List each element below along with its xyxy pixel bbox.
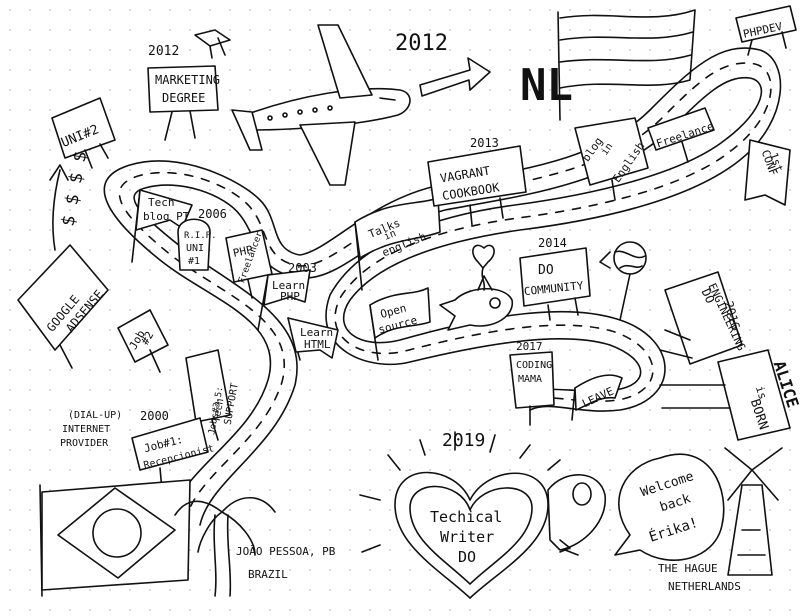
dialup-line2: INTERNET <box>62 424 110 435</box>
arrow-up-icon <box>49 164 69 251</box>
netherlands-country: NETHERLANDS <box>668 580 741 593</box>
do-engineering-line1: DO <box>699 287 718 306</box>
year-2014: 2014 <box>538 236 567 250</box>
nl-flag-drawing <box>557 9 696 121</box>
sign-jobs-tech-support <box>185 349 231 441</box>
sign-freelance <box>647 107 715 163</box>
dialup-line1: (DIAL-UP) <box>68 410 122 421</box>
sign-talks-english <box>354 197 441 291</box>
sign-do-community <box>519 247 591 321</box>
year-2017: 2017 <box>516 340 543 353</box>
learn-html-line2: HTML <box>304 338 331 351</box>
sign-learn-php <box>257 269 311 331</box>
nl-label: NL <box>520 60 573 111</box>
speech-bubble <box>614 453 725 561</box>
marketing-degree-line2: DEGREE <box>162 91 205 105</box>
sign-google-adsense <box>17 244 109 369</box>
heart-balloon-icon <box>472 244 495 269</box>
talks-line2: in <box>383 228 398 243</box>
coding-mama-line1: CODING <box>516 360 552 371</box>
shark-head-drawing <box>547 474 606 553</box>
year-2012-degree: 2012 <box>148 44 179 59</box>
learn-php-line2: PHP <box>280 290 300 303</box>
learn-php-line1: Learn <box>272 279 305 292</box>
dialup-line3: PROVIDER <box>60 438 109 449</box>
tech-blog-line2: blog PT <box>143 210 190 223</box>
alice-born-line2: is <box>753 384 769 401</box>
sign-vagrant-cookbook <box>427 145 527 226</box>
heart-line3: DO <box>458 548 476 566</box>
arrow-right-icon <box>419 57 491 97</box>
sign-first-conf <box>744 139 791 206</box>
first-conf-line1: 1st <box>767 151 786 174</box>
money-label: $ $ $ $ <box>58 150 92 228</box>
sign-tech-blog <box>131 189 193 263</box>
do-community-line2: COMMUNITY <box>523 279 584 298</box>
tech-blog-line1: Tech <box>148 196 175 209</box>
job2-line2: #2 <box>139 329 157 347</box>
sign-coding-mama <box>509 351 555 426</box>
palm-tree-drawing <box>174 497 276 597</box>
jobs-tech-line2: Tech <box>211 398 226 424</box>
sign-marketing-degree <box>147 29 231 141</box>
year-2006: 2006 <box>198 207 227 221</box>
year-2019: 2019 <box>442 430 485 451</box>
sign-do-engineering <box>659 271 743 365</box>
php-freelancer-line1: PHP <box>232 243 255 260</box>
airplane-drawing <box>231 24 411 186</box>
marketing-degree-line1: MARKETING <box>155 73 220 87</box>
globe-icon <box>599 241 647 321</box>
coding-mama-line2: MAMA <box>518 374 542 385</box>
year-2000: 2000 <box>140 409 169 423</box>
sign-phpdev <box>735 5 797 56</box>
learn-html-line1: Learn <box>300 326 333 339</box>
sign-uni2 <box>51 97 116 169</box>
rip-uni-line3: #1 <box>188 256 200 267</box>
sign-php-freelancer <box>225 229 273 299</box>
brazil-flag-drawing <box>39 479 191 597</box>
sign-open-source <box>369 287 431 361</box>
do-community-line1: DO <box>538 263 554 278</box>
brazil-country: BRAZIL <box>248 568 288 581</box>
rip-uni-line2: UNI <box>186 243 204 254</box>
rip-uni-line1: R.I.P. <box>184 231 217 241</box>
year-2013: 2013 <box>470 136 499 150</box>
sign-leave <box>571 374 623 421</box>
sign-rip-uni <box>177 218 211 271</box>
shark-drawing <box>439 275 513 331</box>
windmill-drawing <box>724 447 783 576</box>
year-2003: 2003 <box>288 261 317 275</box>
netherlands-city: THE HAGUE <box>658 562 718 575</box>
brazil-city: JOÃO PESSOA, PB <box>236 545 336 558</box>
sign-learn-html <box>287 317 339 361</box>
sign-job2 <box>117 309 169 373</box>
sign-blog-english <box>574 117 649 201</box>
heart-line2: Writer <box>440 528 494 546</box>
heart-line1: Techical <box>430 508 502 526</box>
year-2012-top: 2012 <box>395 31 448 56</box>
road-inner-edge <box>133 76 763 526</box>
sign-alice-born <box>659 349 791 441</box>
